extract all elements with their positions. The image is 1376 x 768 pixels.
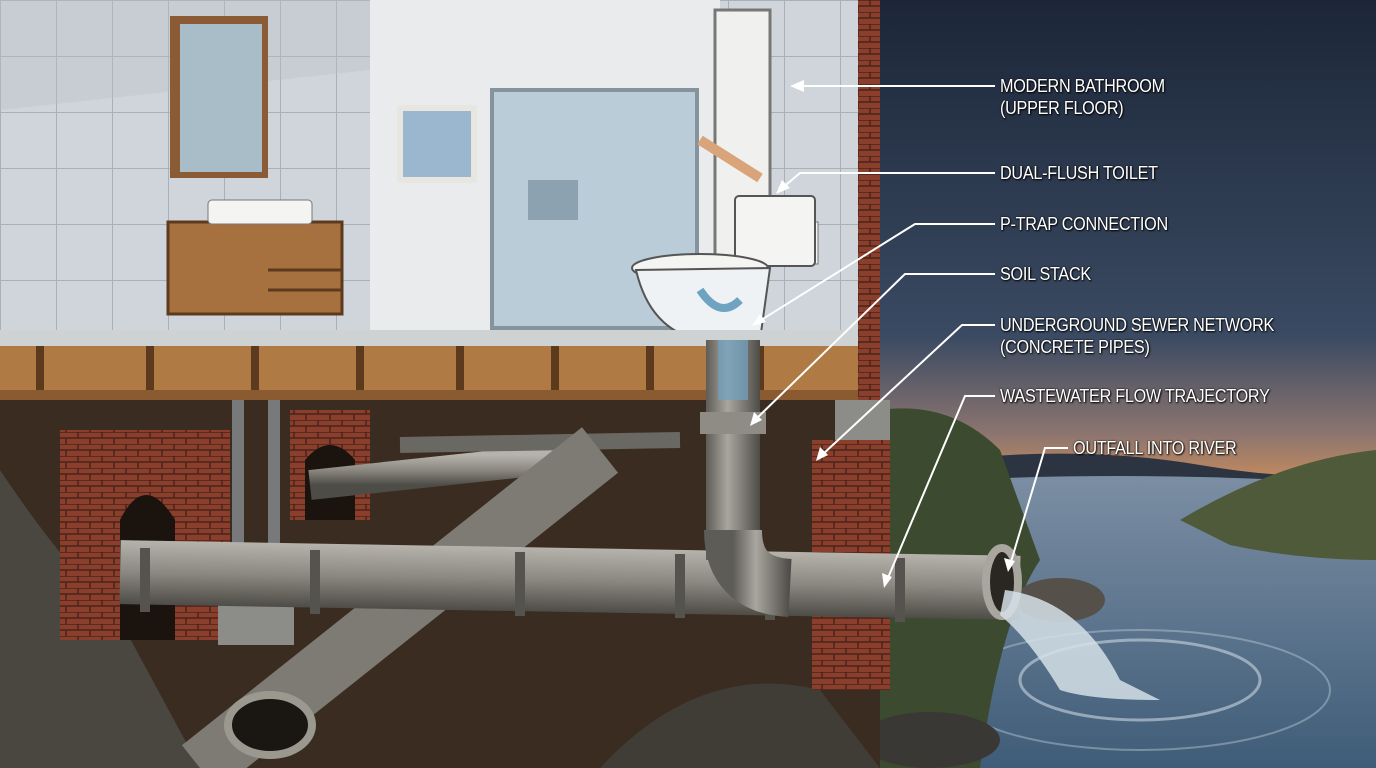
leader-lines [754,85,1068,581]
label-line: UNDERGROUND SEWER NETWORK [1000,315,1275,335]
night-sky [880,0,1376,480]
leader-sewer [821,324,995,456]
label-dual-flush-toilet: DUAL-FLUSH TOILET [1000,163,1158,183]
brick-wall [812,0,890,690]
vanity [166,220,344,316]
label-line: (CONCRETE PIPES) [1000,337,1150,357]
label-soil-stack: SOIL STACK [1000,264,1091,284]
label-wastewater-flow: WASTEWATER FLOW TRAJECTORY [1000,386,1270,406]
outfall-water [1000,590,1160,700]
label-modern-bathroom: MODERN BATHROOM (UPPER FLOOR) [1000,75,1165,119]
label-line: MODERN BATHROOM [1000,76,1165,96]
label-sewer-network: UNDERGROUND SEWER NETWORK (CONCRETE PIPE… [1000,314,1274,358]
leader-ptrap [757,223,995,323]
label-line: (UPPER FLOOR) [1000,98,1124,118]
leader-arrowheads [750,80,1015,588]
bathroom-room [0,0,860,341]
label-p-trap: P-TRAP CONNECTION [1000,214,1168,234]
label-outfall: OUTFALL INTO RIVER [1073,438,1237,458]
leader-soil-stack [754,273,995,421]
leader-outfall [1009,447,1068,566]
leader-toilet [779,172,995,191]
main-sewer-pipe [119,540,1021,620]
sewer-pipes [119,340,1022,768]
leader-flow [886,395,995,581]
